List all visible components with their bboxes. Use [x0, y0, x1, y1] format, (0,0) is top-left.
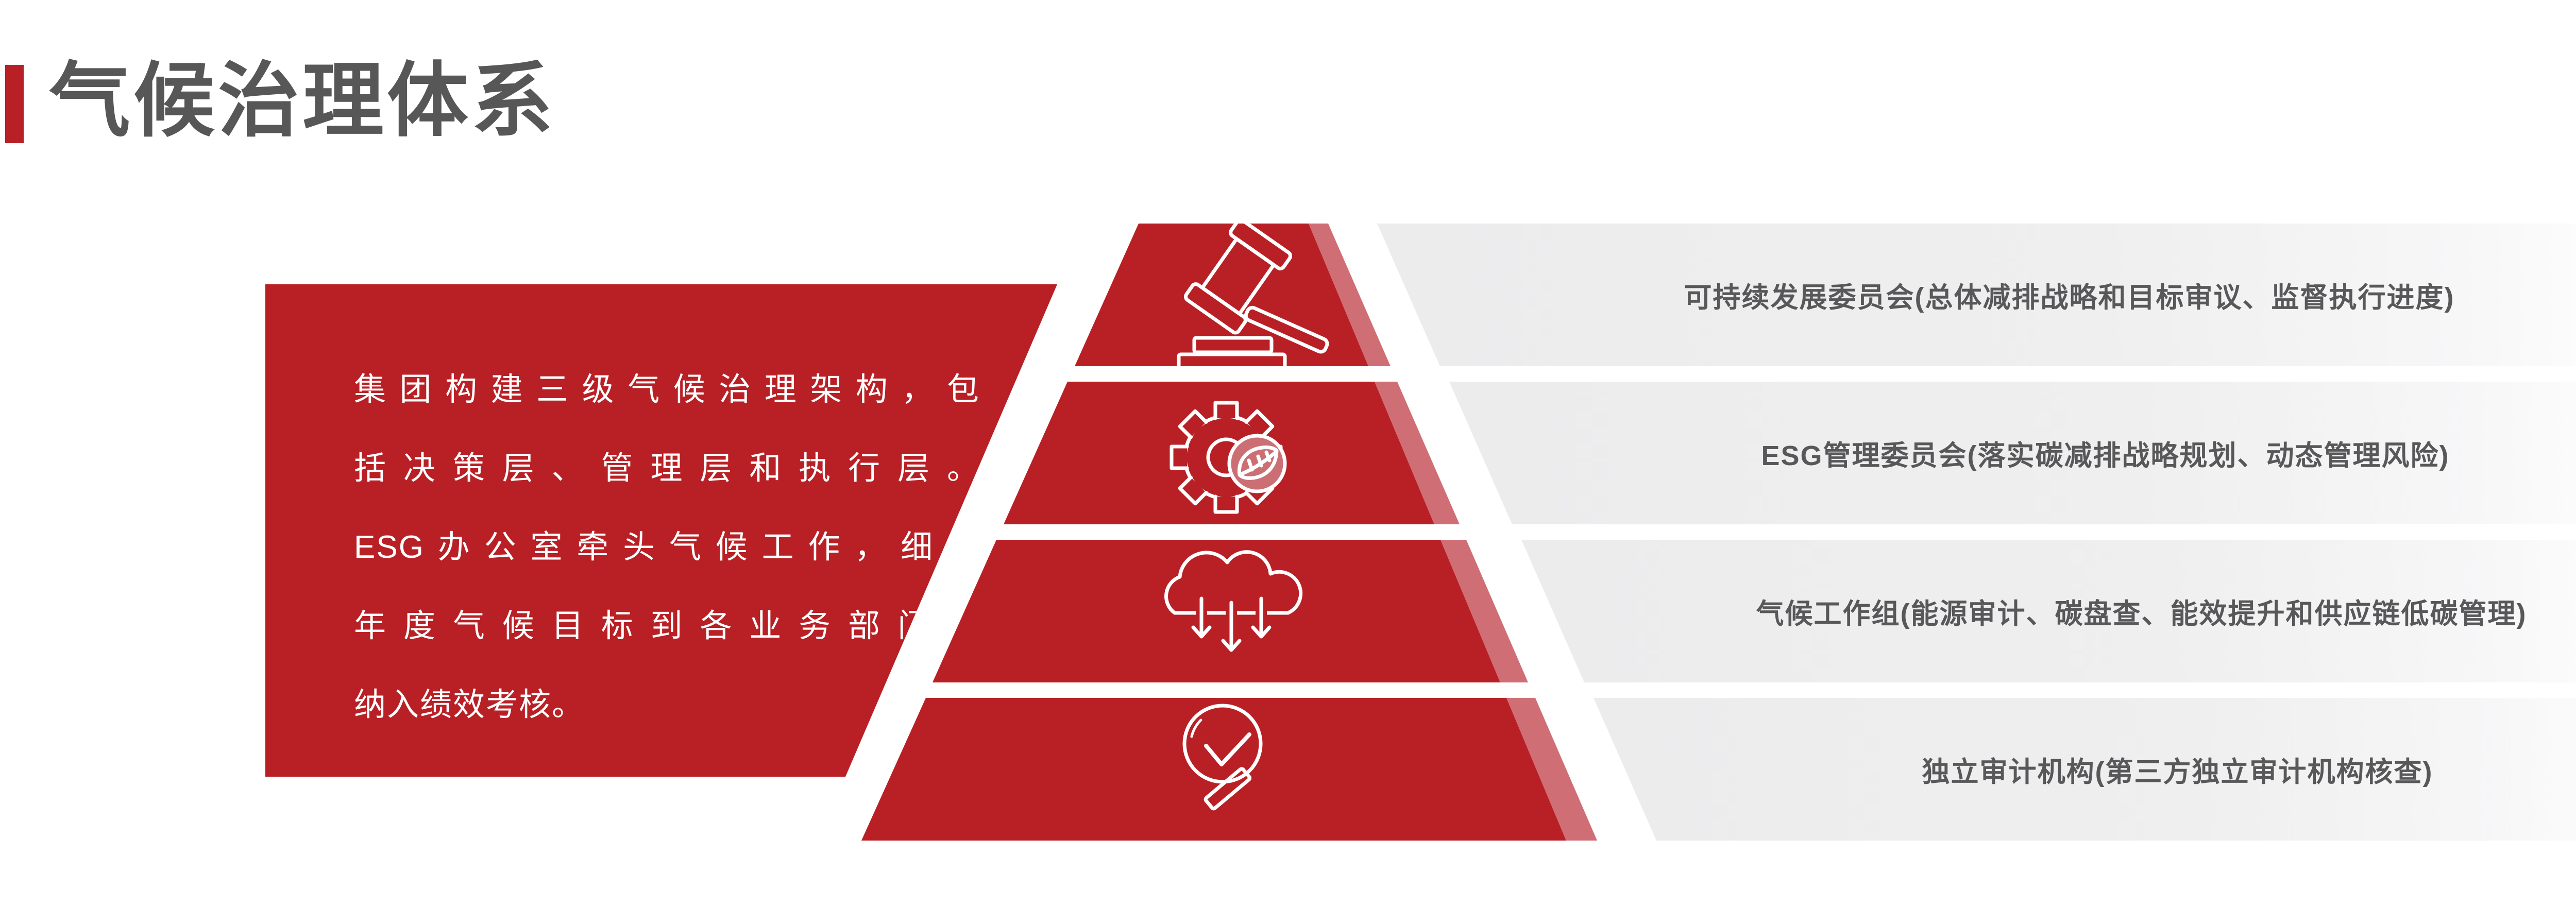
level-2-label: ESG管理委员会(落实碳减排战略规划、动态管理风险) — [1761, 440, 2450, 471]
intro-line: 集团构建三级气候治理架构，包 — [354, 372, 980, 407]
intro-text: 集团构建三级气候治理架构，包 括决策层、管理层和执行层。 ESG办公室牵头气候工… — [354, 350, 980, 744]
pyramid-level-4-shape — [861, 698, 1566, 841]
pyramid-level-4-edge — [1506, 698, 1597, 841]
pyramid-level-2-shape — [1004, 382, 1434, 524]
leaf-badge-circle — [1227, 434, 1287, 493]
pyramid-level-1-edge — [1309, 224, 1391, 366]
magnifier-check-icon — [1182, 704, 1263, 811]
level-1-label: 可持续发展委员会(总体减排战略和目标审议、监督执行进度) — [1684, 282, 2455, 313]
level-3-label: 气候工作组(能源审计、碳盘查、能效提升和供应链低碳管理) — [1756, 598, 2527, 629]
level-row-4: 独立审计机构(第三方独立审计机构核查) — [1594, 698, 2576, 841]
intro-line: 年度气候目标到各业务部门并 — [354, 608, 980, 644]
intro-line: ESG办公室牵头气候工作，细化 — [354, 529, 980, 565]
pyramid-level-2-edge — [1375, 382, 1460, 524]
level-4-label: 独立审计机构(第三方独立审计机构核查) — [1922, 757, 2433, 788]
pyramid-level-1-shape — [1075, 224, 1368, 366]
level-row-3: 气候工作组(能源审计、碳盘查、能效提升和供应链低碳管理) — [1521, 540, 2576, 682]
gavel-icon — [1177, 218, 1329, 373]
pyramid-level-3-edge — [1440, 540, 1528, 682]
intro-line: 括决策层、管理层和执行层。 — [354, 451, 980, 486]
level-row-1: 可持续发展委员会(总体减排战略和目标审议、监督执行进度) — [1377, 224, 2576, 366]
cloud-reduction-icon — [1164, 550, 1303, 652]
level-row-2: ESG管理委员会(落实碳减排战略规划、动态管理风险) — [1449, 382, 2576, 524]
title-accent-bar — [5, 65, 24, 143]
page-title: 气候治理体系 — [49, 56, 556, 146]
intro-line: 纳入绩效考核。 — [354, 687, 585, 723]
gear-leaf-icon — [1170, 401, 1287, 514]
